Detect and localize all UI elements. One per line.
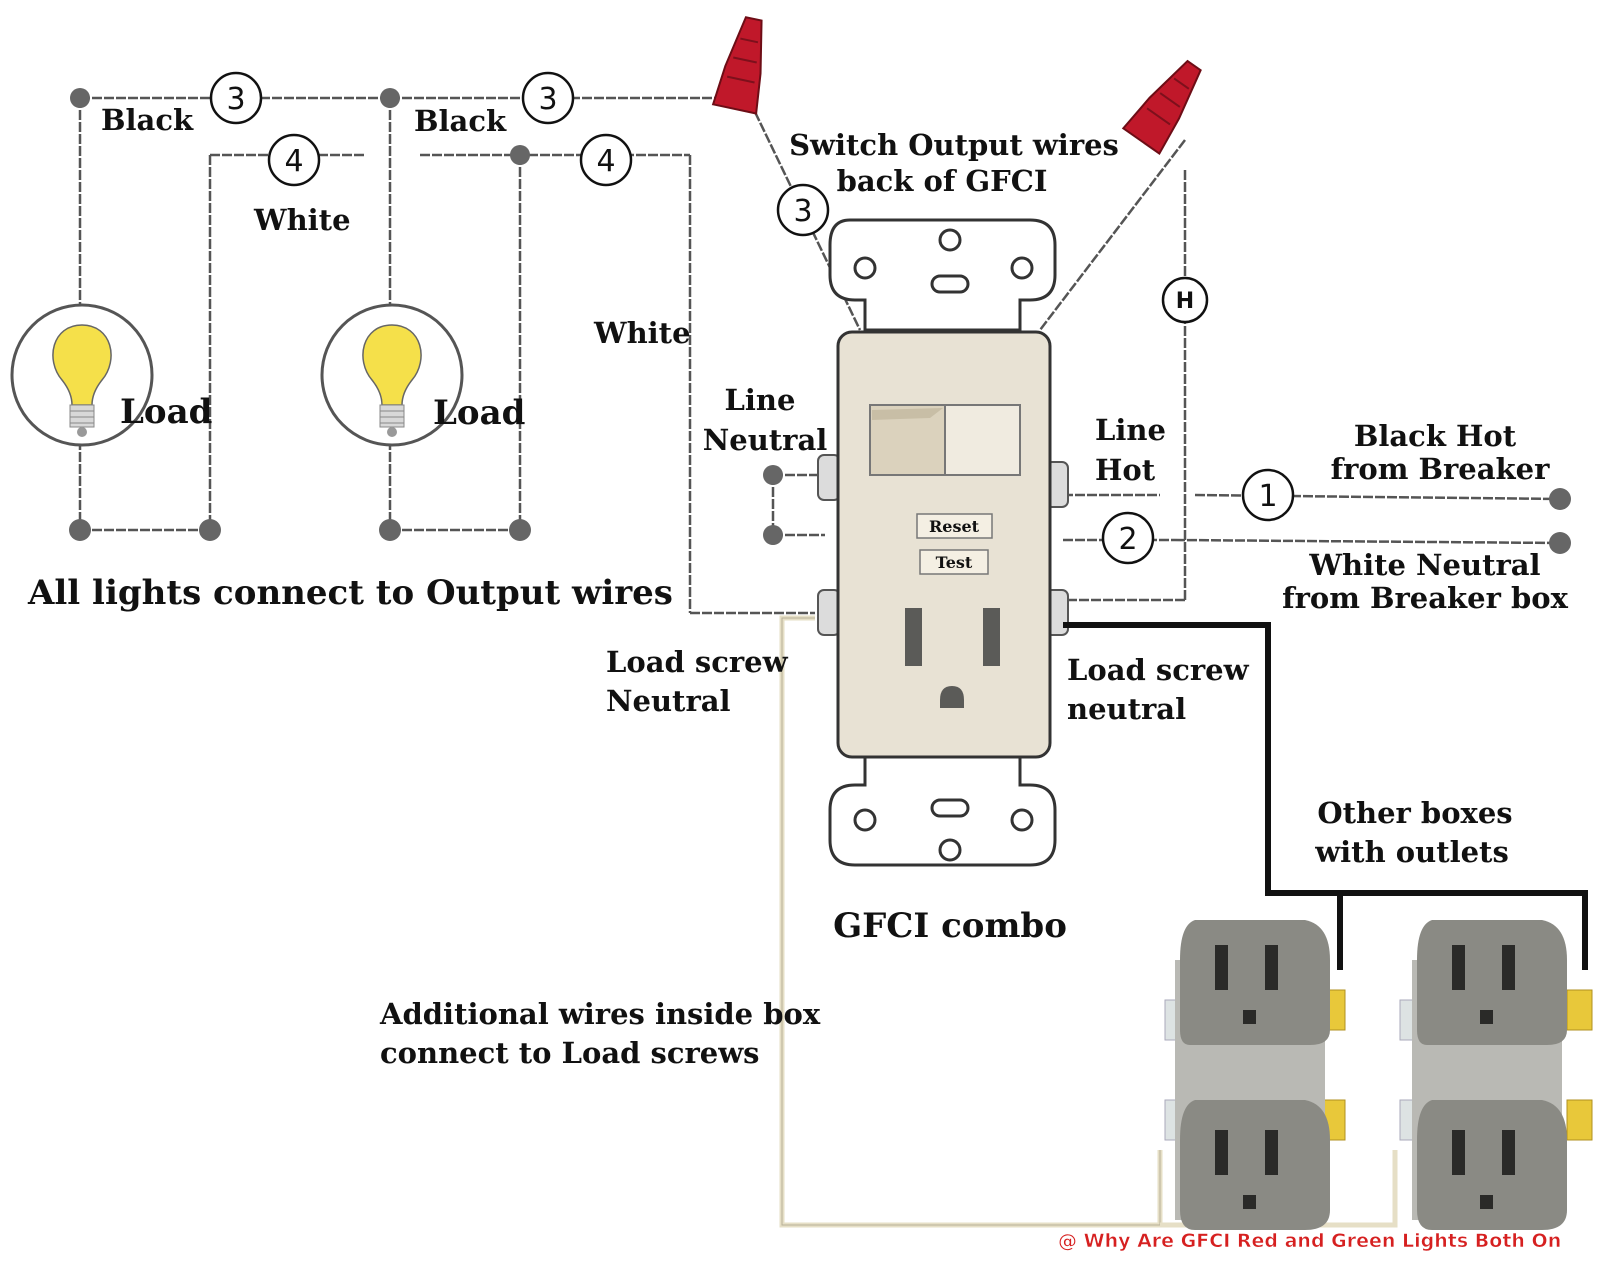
label-load-screw-left-line1: Load screw	[606, 645, 789, 679]
label-load-screw-left-line2: Neutral	[606, 684, 731, 718]
marker-3-a: 3	[209, 71, 263, 125]
wire-junction-nodes	[69, 88, 1571, 554]
wire-nut-right	[1121, 59, 1202, 156]
marker-4-b: 4	[579, 133, 633, 187]
label-line-hot-line1: Line	[1095, 413, 1166, 447]
marker-4-a: 4	[267, 133, 321, 187]
label-other-boxes-line1: Other boxes	[1317, 796, 1512, 830]
svg-text:4: 4	[284, 144, 303, 179]
gfci-combo-device	[817, 218, 1069, 867]
label-white-neutral-line1: White Neutral	[1308, 548, 1540, 582]
label-additional-wires-line2: connect to Load screws	[380, 1036, 760, 1070]
reset-button-label: Reset	[929, 517, 980, 536]
duplex-outlet-icon-2	[1399, 920, 1593, 1230]
load-wires	[779, 615, 1588, 1228]
label-line-neutral-line1: Line	[725, 383, 796, 417]
svg-text:4: 4	[596, 144, 615, 179]
marker-3-b: 3	[521, 71, 575, 125]
label-additional-wires-line1: Additional wires inside box	[379, 997, 821, 1031]
label-line-hot-line2: Hot	[1095, 453, 1156, 487]
label-white-neutral-line2: from Breaker box	[1282, 581, 1568, 615]
svg-text:2: 2	[1118, 522, 1137, 557]
marker-h: H	[1161, 276, 1209, 324]
light-bulb-icon-1	[10, 303, 154, 447]
marker-2: 2	[1101, 511, 1155, 565]
label-load-2: Load	[433, 393, 525, 433]
watermark-caption: @ Why Are GFCI Red and Green Lights Both…	[1058, 1230, 1561, 1252]
label-other-boxes-line2: with outlets	[1314, 835, 1509, 869]
label-load-screw-right-line2: neutral	[1067, 692, 1186, 726]
label-black-2: Black	[414, 104, 507, 138]
svg-text:3: 3	[793, 194, 812, 229]
test-button-label: Test	[936, 553, 973, 572]
svg-text:3: 3	[226, 82, 245, 117]
label-white-1: White	[253, 203, 351, 237]
light-bulb-icon-2	[320, 303, 464, 447]
label-black-hot-line1: Black Hot	[1354, 419, 1517, 453]
label-white-2: White	[593, 316, 691, 350]
marker-3-c: 3	[776, 183, 830, 237]
label-load-screw-right-line1: Load screw	[1067, 653, 1250, 687]
wire-nut-left	[711, 16, 763, 115]
marker-1: 1	[1241, 468, 1295, 522]
svg-text:1: 1	[1258, 479, 1277, 514]
label-all-lights: All lights connect to Output wires	[27, 573, 673, 613]
label-gfci-combo: GFCI combo	[833, 906, 1067, 946]
label-switch-output-line1: Switch Output wires	[789, 128, 1119, 162]
label-line-neutral-line2: Neutral	[703, 423, 828, 457]
svg-text:3: 3	[538, 82, 557, 117]
label-black-hot-line2: from Breaker	[1331, 452, 1550, 486]
duplex-outlet-icon-1	[1164, 920, 1346, 1230]
label-black-1: Black	[101, 103, 194, 137]
svg-text:H: H	[1176, 289, 1194, 314]
label-load-1: Load	[120, 392, 212, 432]
label-switch-output-line2: back of GFCI	[837, 164, 1048, 198]
